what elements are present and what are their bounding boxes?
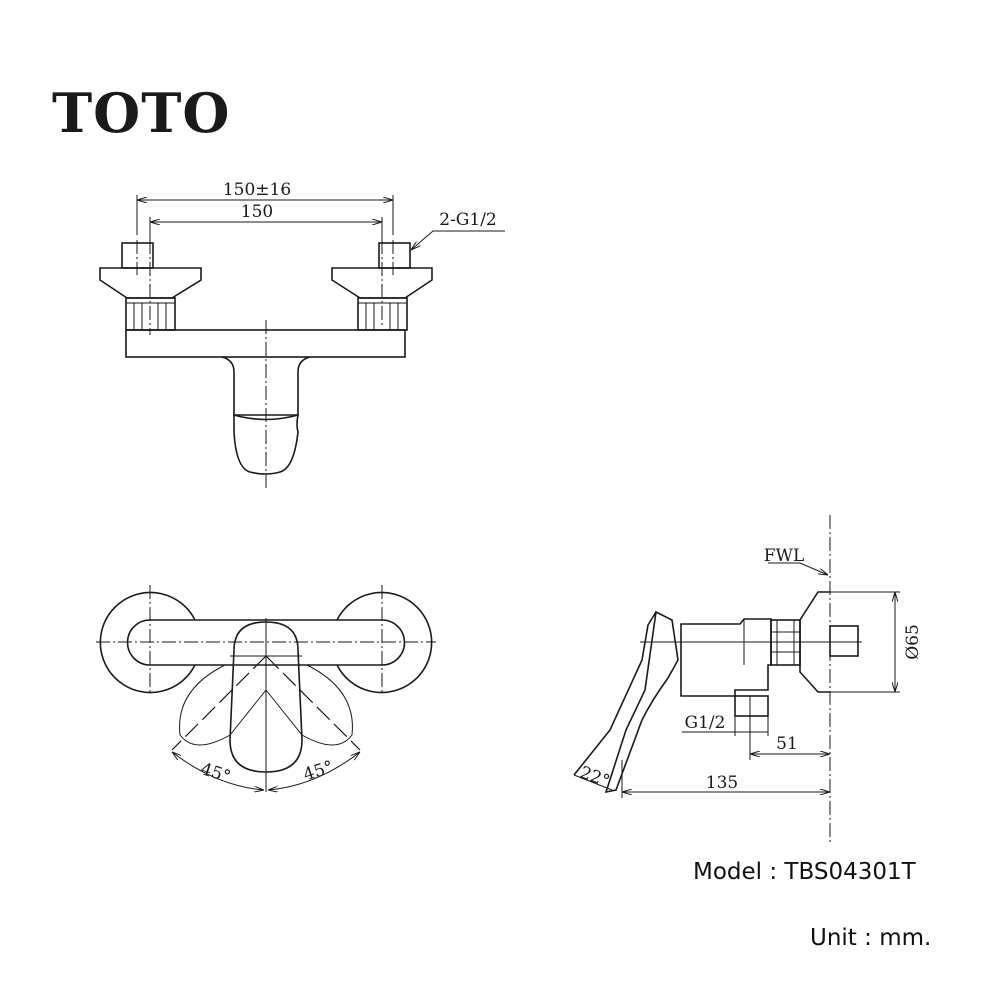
thread-label: 2-G1/2 (439, 210, 497, 230)
dim-outlet-label: 51 (776, 734, 798, 754)
diameter-label: Ø65 (903, 624, 923, 660)
dim-inner-label: 150 (241, 202, 273, 222)
front-view: 45° 45° (96, 585, 436, 792)
valve-body (680, 618, 772, 697)
lever (604, 610, 679, 794)
spout (233, 413, 300, 475)
side-view: FWL 22° Ø65 G1/2 51 135 (573, 515, 923, 845)
toto-logo: TOTO (52, 81, 230, 145)
angle-arc-left (172, 752, 264, 790)
unit-label: Unit : mm. (810, 925, 932, 951)
outlet-thread-label: G1/2 (685, 713, 726, 733)
angle-left-label: 45° (198, 759, 233, 787)
fwl-label: FWL (764, 546, 805, 566)
dim-outer-label: 150±16 (223, 180, 291, 200)
angle-arc-right (268, 752, 360, 790)
lever-angle-label: 22° (577, 763, 612, 792)
dim-depth-label: 135 (706, 773, 738, 793)
top-view: 150±16 150 2-G1/2 (99, 180, 505, 490)
angle-right-label: 45° (301, 757, 336, 785)
model-label: Model : TBS04301T (693, 859, 916, 885)
right-inlet (331, 242, 433, 331)
